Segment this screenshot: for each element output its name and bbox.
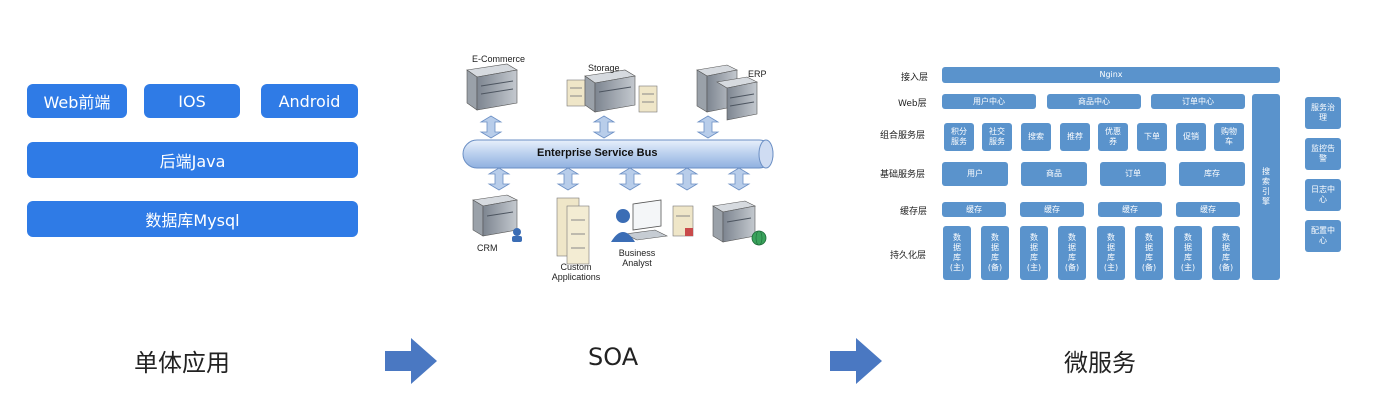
side-service-box: 服务治理	[1305, 97, 1341, 129]
layer-label-cache: 缓存层	[900, 207, 928, 217]
ios-box: IOS	[144, 84, 240, 118]
layer-label-access: 接入层	[901, 73, 929, 83]
bidirectional-arrow-icon	[696, 115, 720, 139]
base-service-box: 库存	[1179, 162, 1245, 186]
bidirectional-arrow-icon	[556, 167, 580, 191]
bus-label: Enterprise Service Bus	[537, 147, 658, 159]
web-center-box: 用户中心	[942, 94, 1036, 109]
backend-java-box: 后端Java	[27, 142, 358, 178]
database-box: 数据库(备)	[1058, 226, 1086, 280]
arrow-right-icon	[830, 338, 882, 384]
storage-server-icon	[566, 69, 658, 113]
nginx-box: Nginx	[942, 67, 1280, 83]
web-server-globe-icon	[712, 200, 767, 246]
composite-service-box: 优惠券	[1098, 123, 1128, 151]
composite-service-box: 社交服务	[982, 123, 1012, 151]
ecommerce-server-icon	[466, 63, 518, 111]
web-frontend-box: Web前端	[27, 84, 127, 118]
business-analyst-icon	[611, 199, 669, 242]
arrow-right-icon	[385, 338, 437, 384]
custom-label-line2: Applications	[551, 272, 601, 282]
database-box: 数据库(主)	[943, 226, 971, 280]
cache-box: 缓存	[942, 202, 1006, 217]
android-box: Android	[261, 84, 358, 118]
cache-box: 缓存	[1098, 202, 1162, 217]
crm-server-icon	[472, 194, 522, 242]
side-service-box: 日志中心	[1305, 179, 1341, 211]
base-service-box: 商品	[1021, 162, 1087, 186]
side-service-box: 配置中心	[1305, 220, 1341, 252]
web-center-box: 订单中心	[1151, 94, 1245, 109]
database-box: 数据库(主)	[1174, 226, 1202, 280]
search-engine-box: 搜索引擎	[1252, 94, 1280, 280]
layer-label-web: Web层	[898, 99, 927, 109]
bidirectional-arrow-icon	[487, 167, 511, 191]
bidirectional-arrow-icon	[727, 167, 751, 191]
custom-applications-label: Custom Applications	[548, 262, 604, 282]
database-box: 数据库(备)	[981, 226, 1009, 280]
cache-box: 缓存	[1020, 202, 1084, 217]
erp-label: ERP	[748, 69, 767, 79]
base-service-box: 用户	[942, 162, 1008, 186]
composite-service-box: 购物车	[1214, 123, 1244, 151]
composite-service-box: 推荐	[1060, 123, 1090, 151]
composite-service-box: 下单	[1137, 123, 1167, 151]
database-box: 数据库(主)	[1097, 226, 1125, 280]
composite-service-box: 积分服务	[944, 123, 974, 151]
custom-label-line1: Custom	[560, 262, 592, 272]
analyst-label-line1: Business	[618, 248, 656, 258]
cache-box: 缓存	[1176, 202, 1240, 217]
layer-label-persistence: 持久化层	[890, 251, 927, 261]
bidirectional-arrow-icon	[592, 115, 616, 139]
composite-service-box: 促销	[1176, 123, 1206, 151]
storage-label: Storage	[588, 63, 620, 73]
base-service-box: 订单	[1100, 162, 1166, 186]
enterprise-service-bus	[462, 139, 774, 169]
web-center-box: 商品中心	[1047, 94, 1141, 109]
database-box: 数据库(备)	[1135, 226, 1163, 280]
erp-server-icon	[696, 64, 758, 121]
ecommerce-label: E-Commerce	[472, 54, 526, 64]
custom-applications-icon	[556, 197, 590, 265]
layer-label-composite: 组合服务层	[880, 131, 926, 141]
monolith-caption: 单体应用	[134, 349, 230, 377]
soa-diagram	[462, 63, 774, 265]
bidirectional-arrow-icon	[675, 167, 699, 191]
business-analyst-label: Business Analyst	[612, 248, 662, 268]
database-mysql-box: 数据库Mysql	[27, 201, 358, 237]
database-box: 数据库(主)	[1020, 226, 1048, 280]
database-box: 数据库(备)	[1212, 226, 1240, 280]
soa-caption: SOA	[588, 343, 639, 371]
small-server-icon	[672, 205, 694, 237]
microservices-caption: 微服务	[1064, 349, 1136, 377]
layer-label-base: 基础服务层	[880, 170, 926, 180]
bidirectional-arrow-icon	[618, 167, 642, 191]
side-service-box: 监控告警	[1305, 138, 1341, 170]
composite-service-box: 搜索	[1021, 123, 1051, 151]
crm-label: CRM	[477, 243, 498, 253]
analyst-label-line2: Analyst	[622, 258, 652, 268]
bidirectional-arrow-icon	[479, 115, 503, 139]
